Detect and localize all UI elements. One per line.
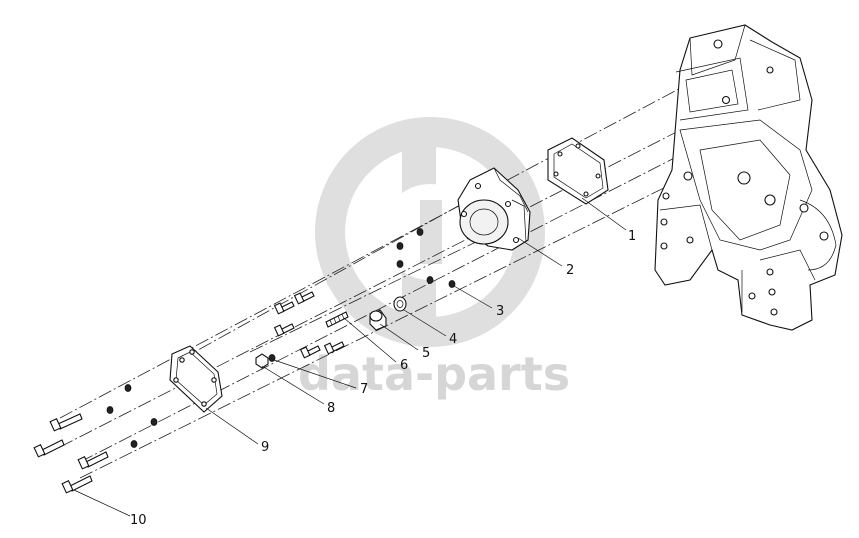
bolt-icon <box>33 439 65 458</box>
callout-5: 5 <box>422 346 430 361</box>
gasket-part-1 <box>547 137 609 205</box>
callout-4: 4 <box>449 332 457 347</box>
callout-7: 7 <box>360 382 368 397</box>
pump-body-part-2 <box>457 167 531 251</box>
gear-housing <box>654 24 843 331</box>
bolts-and-studs <box>255 291 349 369</box>
callout-3: 3 <box>496 304 504 319</box>
leader-lines <box>73 197 627 517</box>
watermark: data-parts <box>298 117 570 401</box>
washers-and-seals <box>106 228 456 448</box>
bolt-icon <box>49 413 83 432</box>
bolt-icon <box>273 323 295 337</box>
watermark-text: data-parts <box>298 347 570 401</box>
bolt-icon <box>273 301 295 315</box>
callout-1: 1 <box>628 229 636 244</box>
cover-plate-part-9 <box>169 345 223 413</box>
stud-icon <box>325 311 349 328</box>
nut-icon <box>255 353 269 369</box>
long-bolts-part-10 <box>33 413 109 494</box>
callout-labels: 1 2 3 4 5 6 7 8 9 10 <box>130 229 636 528</box>
bolt-icon <box>299 345 321 359</box>
bolt-icon <box>61 475 93 494</box>
callout-10: 10 <box>130 513 147 528</box>
bolt-icon <box>77 451 109 470</box>
bolt-icon <box>293 291 315 305</box>
callout-9: 9 <box>261 440 269 455</box>
callout-2: 2 <box>566 263 574 278</box>
bolt-icon <box>323 341 345 355</box>
assembly-axis-lines <box>59 82 701 479</box>
callout-6: 6 <box>400 358 408 373</box>
callout-8: 8 <box>327 401 335 416</box>
